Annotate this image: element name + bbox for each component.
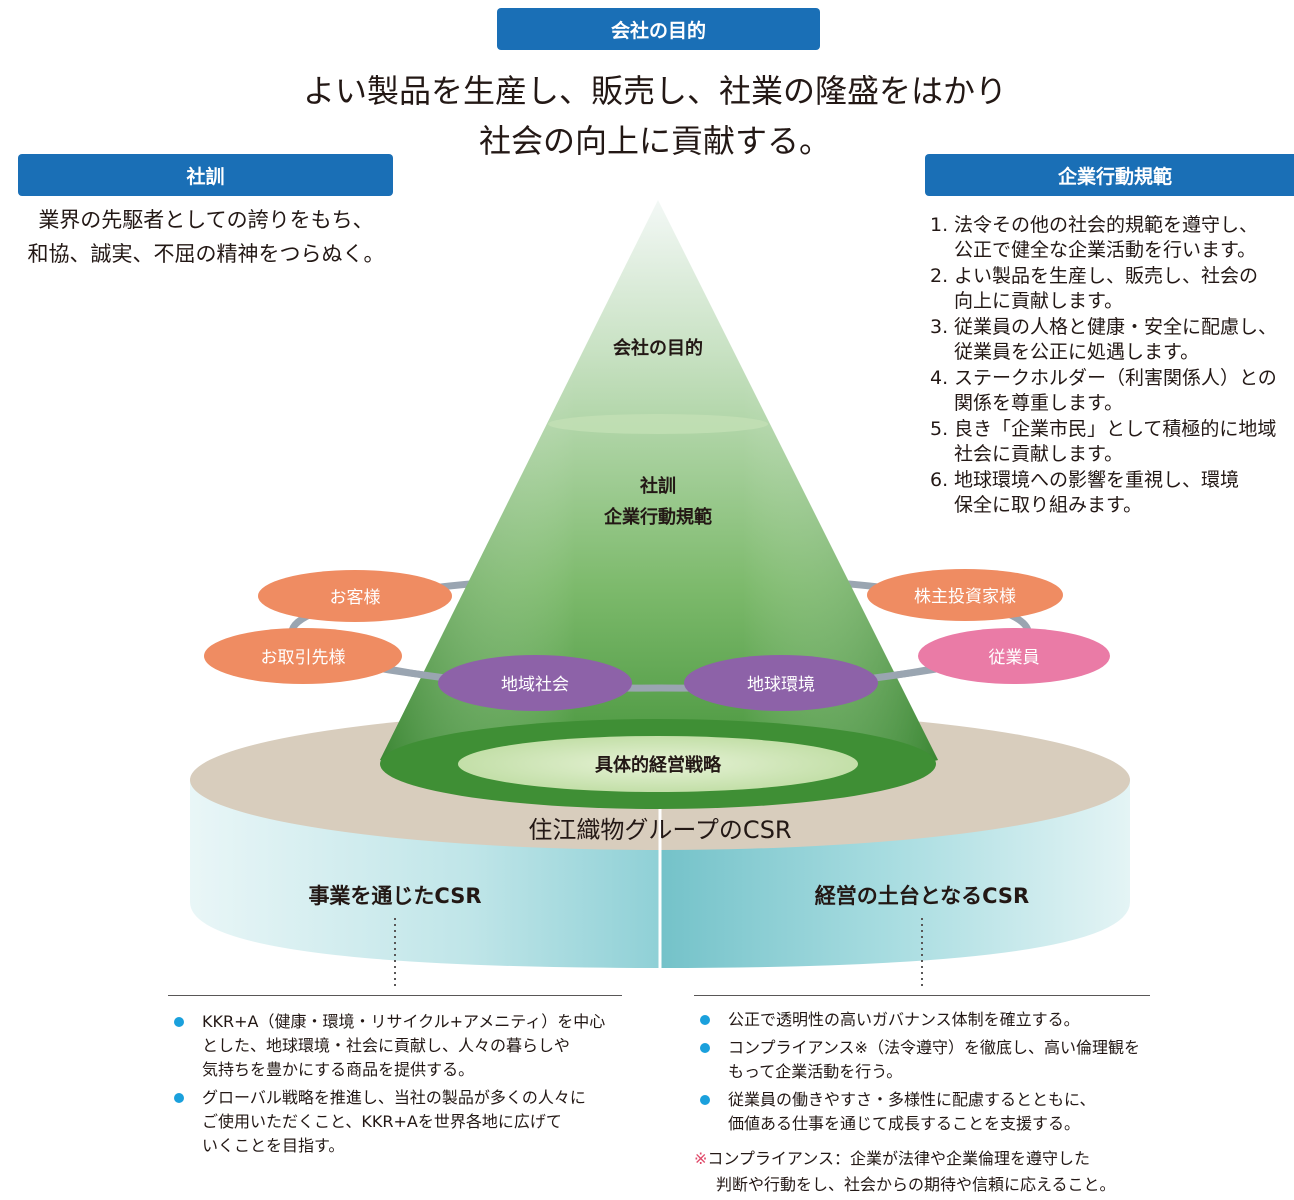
purpose-heading-banner: 会社の目的 — [497, 8, 820, 50]
csr-title: 住江織物グループのCSR — [528, 816, 791, 844]
conduct-item-line1: 法令その他の社会的規範を遵守し、 — [954, 214, 1259, 236]
list-item: 公正で透明性の高いガバナンス体制を確立する。 — [694, 1008, 1164, 1032]
footnote-mark: ※ — [694, 1149, 708, 1168]
pyramid-base-ellipse — [458, 736, 858, 792]
stakeholder-customers-label: お客様 — [330, 588, 381, 608]
purpose-heading: 会社の目的 — [610, 19, 706, 42]
bullet-line: もって企業活動を行う。 — [728, 1062, 903, 1081]
footnote: ※コンプライアンス：企業が法律や企業倫理を遵守した 判断や行動をし、社会からの期… — [694, 1146, 1174, 1198]
bullet-line: ご使用いただくこと、KKR+Aを世界各地に広げて — [202, 1112, 562, 1131]
bullet-dot-icon — [174, 1017, 184, 1027]
conduct-item-line1: 地球環境への影響を重視し、環境 — [954, 469, 1240, 491]
conduct-item-number: 5. — [930, 418, 949, 440]
conduct-item-number: 6. — [930, 469, 949, 491]
purpose-statement-line2: 社会の向上に貢献する。 — [478, 122, 831, 160]
conduct-item: 6.地球環境への影響を重視し、環境保全に取り組みます。 — [930, 468, 1294, 518]
conduct-item: 5.良き「企業市民」として積極的に地域社会に貢献します。 — [930, 417, 1294, 467]
stakeholder-community: 地域社会 — [438, 655, 632, 711]
stakeholder-shareholders: 株主投資家様 — [867, 569, 1063, 621]
purpose-statement: よい製品を生産し、販売し、社業の隆盛をはかり 社会の向上に貢献する。 — [250, 66, 1060, 166]
motto-line1: 業界の先駆者としての誇りをもち、 — [38, 208, 374, 232]
conduct-item-line2: 保全に取り組みます。 — [954, 494, 1143, 516]
stakeholder-employees-label: 従業員 — [989, 648, 1040, 668]
bullet-dot-icon — [700, 1095, 710, 1105]
csr-right-label: 経営の土台となるCSR — [815, 884, 1029, 908]
conduct-item: 3.従業員の人格と健康・安全に配慮し、従業員を公正に処遇します。 — [930, 315, 1294, 365]
csr-diagram: 会社の目的 社訓 企業行動規範 具体的経営戦略 お客様 お取引先様 地域社会 地… — [190, 200, 1130, 990]
left-bullet-list: KKR+A（健康・環境・リサイクル+アメニティ）を中心 とした、地球環境・社会に… — [168, 1010, 638, 1162]
bullet-dot-icon — [700, 1043, 710, 1053]
list-item: グローバル戦略を推進し、当社の製品が多くの人々に ご使用いただくこと、KKR+A… — [168, 1086, 638, 1158]
stakeholder-shareholders-label: 株主投資家様 — [914, 587, 1016, 607]
bullet-dot-icon — [174, 1093, 184, 1103]
pyramid-cone-shade — [380, 200, 938, 795]
conduct-item-line2: 公正で健全な企業活動を行います。 — [954, 239, 1257, 261]
conduct-item: 1.法令その他の社会的規範を遵守し、公正で健全な企業活動を行います。 — [930, 213, 1294, 263]
pyramid-mid-label-line1: 社訓 — [640, 475, 676, 497]
bullet-line: コンプライアンス※（法令遵守）を徹底し、高い倫理観を — [728, 1038, 1140, 1057]
bullet-line: とした、地球環境・社会に貢献し、人々の暮らしや — [202, 1036, 570, 1055]
bullet-line: 従業員の働きやすさ・多様性に配慮するとともに、 — [728, 1090, 1096, 1109]
csr-left-label: 事業を通じたCSR — [308, 884, 481, 908]
list-item: KKR+A（健康・環境・リサイクル+アメニティ）を中心 とした、地球環境・社会に… — [168, 1010, 638, 1082]
conduct-item-number: 1. — [930, 214, 949, 236]
conduct-item-line1: 従業員の人格と健康・安全に配慮し、 — [954, 316, 1278, 338]
stakeholder-employees: 従業員 — [918, 628, 1110, 684]
conduct-item-number: 4. — [930, 367, 949, 389]
left-separator — [168, 995, 622, 996]
footnote-line1: コンプライアンス：企業が法律や企業倫理を遵守した — [707, 1149, 1090, 1168]
conduct-list: 1.法令その他の社会的規範を遵守し、公正で健全な企業活動を行います。 2.よい製… — [930, 213, 1294, 519]
conduct-item-line2: 関係を尊重します。 — [954, 392, 1124, 414]
right-separator — [694, 995, 1150, 996]
motto-heading: 社訓 — [186, 165, 225, 188]
purpose-statement-line1: よい製品を生産し、販売し、社業の隆盛をはかり — [302, 72, 1007, 110]
conduct-item-line1: よい製品を生産し、販売し、社会の — [954, 265, 1259, 287]
stakeholder-environment: 地球環境 — [684, 655, 878, 711]
list-item: コンプライアンス※（法令遵守）を徹底し、高い倫理観を もって企業活動を行う。 — [694, 1036, 1164, 1084]
right-bullet-list: 公正で透明性の高いガバナンス体制を確立する。 コンプライアンス※（法令遵守）を徹… — [694, 1008, 1164, 1140]
conduct-item-line1: 良き「企業市民」として積極的に地域 — [954, 418, 1277, 440]
bullet-dot-icon — [700, 1015, 710, 1025]
stakeholder-customers: お客様 — [258, 570, 452, 622]
conduct-heading: 企業行動規範 — [1057, 165, 1172, 188]
pyramid-tier-divider — [548, 414, 768, 434]
stakeholder-suppliers: お取引先様 — [204, 628, 402, 684]
motto-heading-banner: 社訓 — [18, 154, 393, 196]
bullet-line: 価値ある仕事を通じて成長することを支援する。 — [728, 1114, 1081, 1133]
stakeholder-environment-label: 地球環境 — [747, 675, 815, 695]
pyramid-mid-label-line2: 企業行動規範 — [603, 506, 712, 528]
bullet-line: 気持ちを豊かにする商品を提供する。 — [202, 1060, 475, 1079]
conduct-item: 2.よい製品を生産し、販売し、社会の向上に貢献します。 — [930, 264, 1294, 314]
motto-line2: 和協、誠実、不屈の精神をつらぬく。 — [27, 242, 385, 266]
conduct-item-line1: ステークホルダー（利害関係人）との — [954, 367, 1277, 389]
pyramid-top-label: 会社の目的 — [613, 337, 703, 359]
stakeholder-community-label: 地域社会 — [501, 675, 569, 695]
motto-text: 業界の先駆者としての誇りをもち、 和協、誠実、不屈の精神をつらぬく。 — [0, 203, 412, 271]
bullet-line: グローバル戦略を推進し、当社の製品が多くの人々に — [202, 1088, 586, 1107]
stakeholder-suppliers-label: お取引先様 — [261, 648, 346, 668]
conduct-heading-banner: 企業行動規範 — [925, 154, 1294, 196]
conduct-item: 4.ステークホルダー（利害関係人）との関係を尊重します。 — [930, 366, 1294, 416]
bullet-line: KKR+A（健康・環境・リサイクル+アメニティ）を中心 — [202, 1012, 606, 1031]
bullet-line: 公正で透明性の高いガバナンス体制を確立する。 — [728, 1010, 1080, 1029]
conduct-item-line2: 向上に貢献します。 — [954, 290, 1124, 312]
pyramid-base-label: 具体的経営戦略 — [595, 754, 722, 776]
conduct-item-number: 3. — [930, 316, 949, 338]
bullet-line: いくことを目指す。 — [202, 1136, 345, 1155]
conduct-item-line2: 社会に貢献します。 — [954, 443, 1124, 465]
footnote-line2: 判断や行動をし、社会からの期待や信頼に応えること。 — [716, 1175, 1116, 1194]
list-item: 従業員の働きやすさ・多様性に配慮するとともに、 価値ある仕事を通じて成長すること… — [694, 1088, 1164, 1136]
conduct-item-line2: 従業員を公正に処遇します。 — [954, 341, 1200, 363]
conduct-item-number: 2. — [930, 265, 949, 287]
